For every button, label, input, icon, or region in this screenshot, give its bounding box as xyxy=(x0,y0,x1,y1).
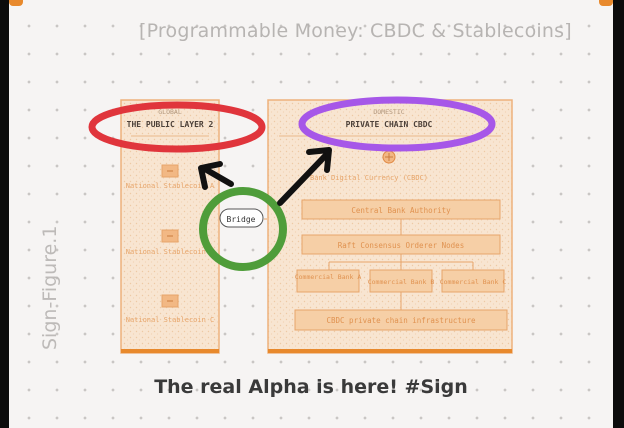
stablecoin-a: National Stablecoin A xyxy=(126,164,215,190)
stablecoin-a-label: National Stablecoin A xyxy=(126,182,215,190)
arrow-to-private-chain xyxy=(277,147,332,206)
commercial-bank-b-label: Commercial Bank B xyxy=(368,278,435,286)
figure-side-label: Sign-Figure.1 xyxy=(39,225,61,350)
figure-caption: The real Alpha is here! #Sign xyxy=(154,376,468,398)
green-circle-annotation xyxy=(199,187,287,271)
commercial-bank-c: Commercial Bank C xyxy=(440,269,507,293)
public-layer-title: THE PUBLIC LAYER 2 xyxy=(127,120,214,129)
figure-title: [Programmable Money: CBDC & Stablecoins] xyxy=(139,20,572,42)
private-chain-title: PRIVATE CHAIN CBDC xyxy=(346,120,433,129)
public-layer-panel: GLOBAL THE PUBLIC LAYER 2 National Stabl… xyxy=(120,99,220,354)
commercial-bank-b: Commercial Bank B xyxy=(368,269,435,293)
raft-consensus-nodes: Raft Consensus Orderer Nodes xyxy=(338,241,464,250)
corner-marker-right xyxy=(599,0,613,6)
red-ellipse-annotation xyxy=(88,101,266,153)
stablecoin-b-label: National Stablecoin B xyxy=(126,248,215,256)
bridge-label: Bridge xyxy=(227,215,256,224)
cbdc-infrastructure: CBDC private chain infrastructure xyxy=(326,316,475,325)
figure-card: [Programmable Money: CBDC & Stablecoins]… xyxy=(9,0,613,428)
bank-icon xyxy=(382,150,396,164)
bridge: Bridge xyxy=(219,208,267,228)
corner-marker-left xyxy=(9,0,23,6)
cbdc-subtitle: Bank Digital Currency (CBDC) xyxy=(310,174,428,182)
private-chain-tag: DOMESTIC xyxy=(373,108,404,116)
stablecoin-c: National Stablecoin C xyxy=(126,294,215,324)
central-bank-authority: Central Bank Authority xyxy=(351,206,451,215)
arrow-to-public-layer xyxy=(198,161,234,190)
diagram: GLOBAL THE PUBLIC LAYER 2 National Stabl… xyxy=(88,96,513,354)
commercial-bank-a-label: Commercial Bank A xyxy=(295,273,362,281)
purple-ellipse-annotation xyxy=(298,96,496,152)
commercial-bank-a: Commercial Bank A xyxy=(295,269,362,293)
public-layer-tag: GLOBAL xyxy=(158,108,182,116)
stablecoin-b: National Stablecoin B xyxy=(126,229,215,256)
commercial-bank-c-label: Commercial Bank C xyxy=(440,278,507,286)
stablecoin-c-label: National Stablecoin C xyxy=(126,316,215,324)
